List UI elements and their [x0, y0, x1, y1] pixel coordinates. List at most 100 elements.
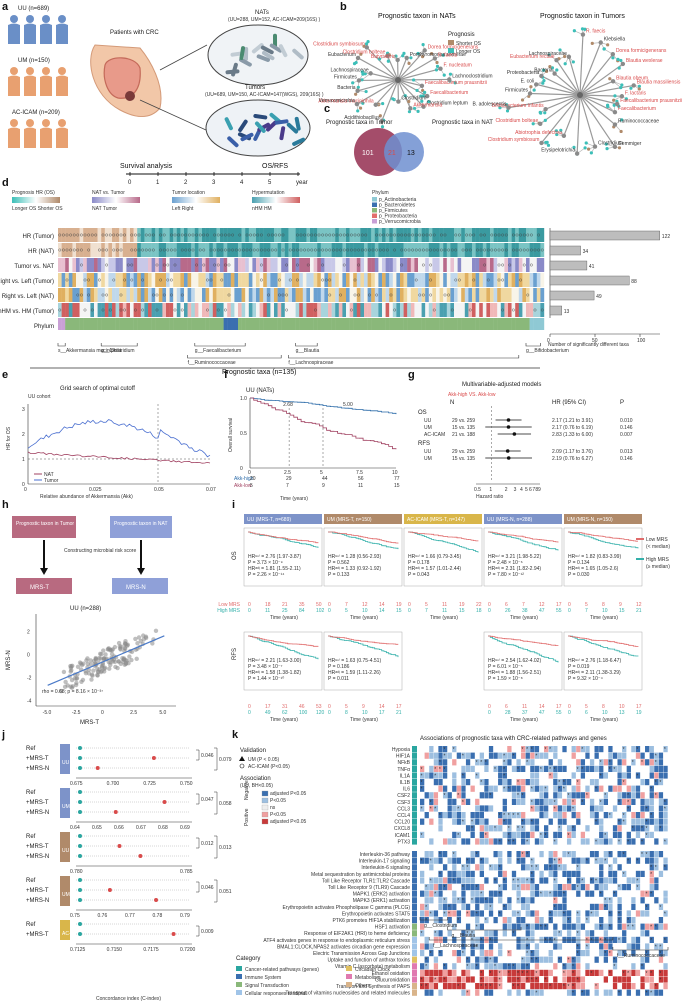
k-heat-cell [566, 897, 572, 904]
heat-cell [382, 243, 386, 257]
k-heat-cell [470, 759, 475, 766]
heat-cell [400, 303, 404, 317]
heat-cell [407, 258, 411, 272]
k-heat-cell [571, 976, 576, 983]
heat-cell [382, 288, 386, 302]
k-heat-cell [539, 903, 544, 910]
heat-phylum-cell [374, 318, 379, 330]
k-heat-cell [544, 864, 549, 871]
k-heat-cell [580, 765, 586, 772]
k-sig-star: * [434, 892, 436, 898]
k-heat-cell [585, 759, 590, 766]
k-heat-cell [470, 989, 475, 996]
k-heat-cell [645, 831, 650, 838]
k-heat-cell [571, 772, 576, 779]
k-heat-cell [603, 792, 608, 799]
k-sig-star: * [430, 806, 432, 812]
heat-sig-marker [202, 263, 206, 267]
tree-node [612, 110, 618, 115]
k-heat-cell [507, 798, 512, 805]
heat-sig-marker [58, 248, 62, 252]
panel-letter-e: e [2, 369, 8, 381]
i-risk-low: 6 [505, 602, 508, 608]
k-heat-cell [594, 759, 599, 766]
tree-node [554, 57, 559, 63]
k-heat-cell [603, 785, 608, 792]
k-heat-cell [438, 976, 443, 983]
k-row-label: Erythropoietin activates STAT5 [342, 911, 410, 917]
heat-cell [212, 258, 217, 272]
k-sig-star: * [453, 747, 455, 753]
i-xlabel: Time (years) [350, 717, 378, 723]
k-heat-cell [654, 838, 659, 845]
k-category-cell [412, 877, 417, 884]
k-heat-cell [447, 831, 452, 838]
heat-cell [166, 228, 170, 242]
heat-cell [310, 288, 314, 302]
k-heat-cell [488, 779, 494, 786]
heat-cell [176, 243, 181, 257]
k-heat-cell [465, 831, 471, 838]
k-heat-cell [548, 989, 553, 996]
k-heat-cell [631, 772, 636, 779]
k-category-cell [412, 963, 417, 970]
k-heat-cell [663, 884, 668, 891]
k-heat-cell [622, 923, 627, 930]
venn-overlap-count: 21 [388, 150, 396, 157]
h-point [75, 664, 81, 670]
k-heat-cell [617, 983, 622, 990]
k-heat-cell [539, 792, 544, 799]
k-sig-star: * [600, 773, 602, 779]
k-heat-cell [631, 785, 636, 792]
k-heat-cell [654, 917, 659, 924]
heat-cell [317, 243, 321, 257]
tree-node [364, 45, 370, 50]
k-heat-cell [580, 792, 586, 799]
tree-taxon-label: Acidithiobacillus [344, 115, 380, 121]
k-heat-cell [507, 956, 512, 963]
i-risk-low: 12 [362, 602, 368, 608]
k-heat-cell [429, 983, 434, 990]
k-heat-cell [507, 752, 512, 759]
heat-cell [371, 303, 375, 317]
heat-sig-marker [310, 248, 314, 252]
bacterium-icon [265, 120, 278, 132]
k-heat-cell [442, 798, 448, 805]
k-heat-cell [645, 746, 650, 753]
k-heat-cell [429, 825, 434, 832]
k-heat-cell [548, 746, 553, 753]
heat-sig-marker [457, 278, 461, 282]
e-x-tick: 0.07 [206, 487, 216, 493]
k-heat-cell [475, 884, 480, 891]
heat-sig-marker [234, 248, 238, 252]
k-heat-cell [603, 884, 608, 891]
g-x-tick: 8 [535, 487, 538, 493]
k-heat-cell [424, 950, 429, 957]
k-heat-cell [447, 950, 452, 957]
i-legend-low: Low MRS [646, 537, 668, 543]
heat-cell [72, 288, 77, 302]
heat-cell [259, 243, 264, 257]
heat-sig-marker [159, 233, 163, 237]
k-heat-cell [617, 890, 622, 897]
heat-cell [468, 228, 473, 242]
k-heat-cell [566, 877, 572, 884]
k-heat-cell [475, 838, 480, 845]
heat-cell [155, 243, 159, 257]
k-taxa-label: f__Ruminococcaceae [617, 953, 665, 959]
k-heat-cell [635, 936, 641, 943]
k-heat-cell [479, 963, 484, 970]
heat-sig-marker [418, 233, 422, 237]
k-heat-cell [465, 923, 471, 930]
heat-cell [479, 288, 483, 302]
k-heat-cell [594, 884, 599, 891]
k-heat-cell [548, 857, 553, 864]
person-head-icon [26, 15, 34, 23]
k-heat-cell [617, 772, 622, 779]
k-heat-cell [635, 943, 641, 950]
heat-sig-marker [303, 248, 306, 252]
k-heat-cell [470, 870, 475, 877]
k-heat-cell [525, 752, 530, 759]
k-heat-cell [484, 792, 489, 799]
k-heat-cell [645, 759, 650, 766]
